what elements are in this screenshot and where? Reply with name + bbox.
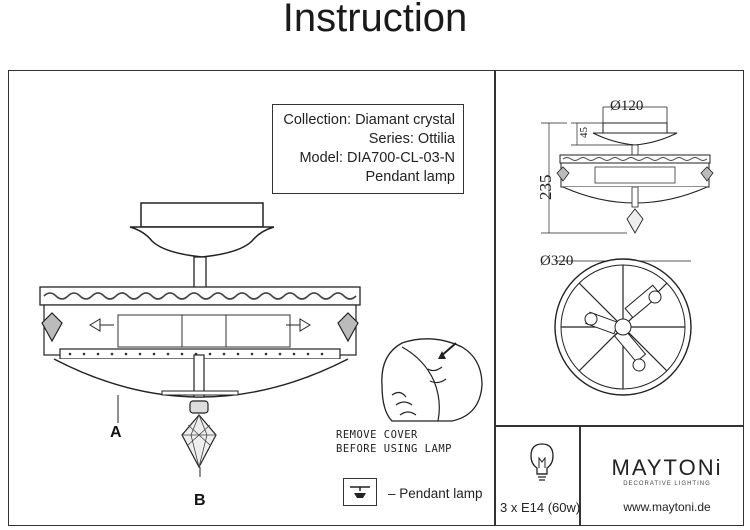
- label-a: A: [110, 424, 122, 441]
- bulb-icon: [530, 443, 554, 481]
- remove-cover-line-2: BEFORE USING LAMP: [336, 443, 452, 455]
- dimension-total-height: 235: [536, 174, 555, 201]
- lamp-dimension-drawings: [541, 106, 714, 396]
- frame-divider-vertical: [494, 70, 496, 526]
- label-b: B: [194, 492, 206, 509]
- dimension-canopy-height: 45: [578, 127, 590, 138]
- collection-text: Collection: Diamant crystal: [283, 112, 455, 128]
- series-text: Series: Ottilia: [368, 131, 455, 147]
- model-text: Model: DIA700-CL-03-N: [299, 150, 455, 166]
- brand-website: www.maytoni.de: [623, 500, 711, 514]
- type-text: Pendant lamp: [365, 169, 455, 185]
- drawing-frame: [8, 70, 744, 526]
- frame-divider-horizontal: [494, 425, 744, 427]
- page-title: Instruction: [282, 0, 468, 40]
- dimension-canopy: Ø120: [610, 98, 644, 114]
- brand-logo: MAYTONi: [611, 455, 723, 480]
- product-info-box: Collection: Diamant crystal Series: Otti…: [272, 104, 464, 194]
- dimension-diameter: Ø320: [540, 253, 574, 269]
- pendant-lamp-icon: [343, 478, 377, 506]
- lamp-front-view-drawing: [39, 202, 361, 477]
- lamp-spec: 3 x E14 (60w): [500, 500, 581, 515]
- brand-tagline: DECORATIVE LIGHTING: [623, 481, 711, 487]
- remove-cover-illustration: [381, 338, 483, 422]
- legend-text: – Pendant lamp: [388, 486, 483, 501]
- remove-cover-note: REMOVE COVER BEFORE USING LAMP: [336, 428, 496, 456]
- frame-divider-small: [579, 425, 581, 526]
- remove-cover-line-1: REMOVE COVER: [336, 429, 418, 441]
